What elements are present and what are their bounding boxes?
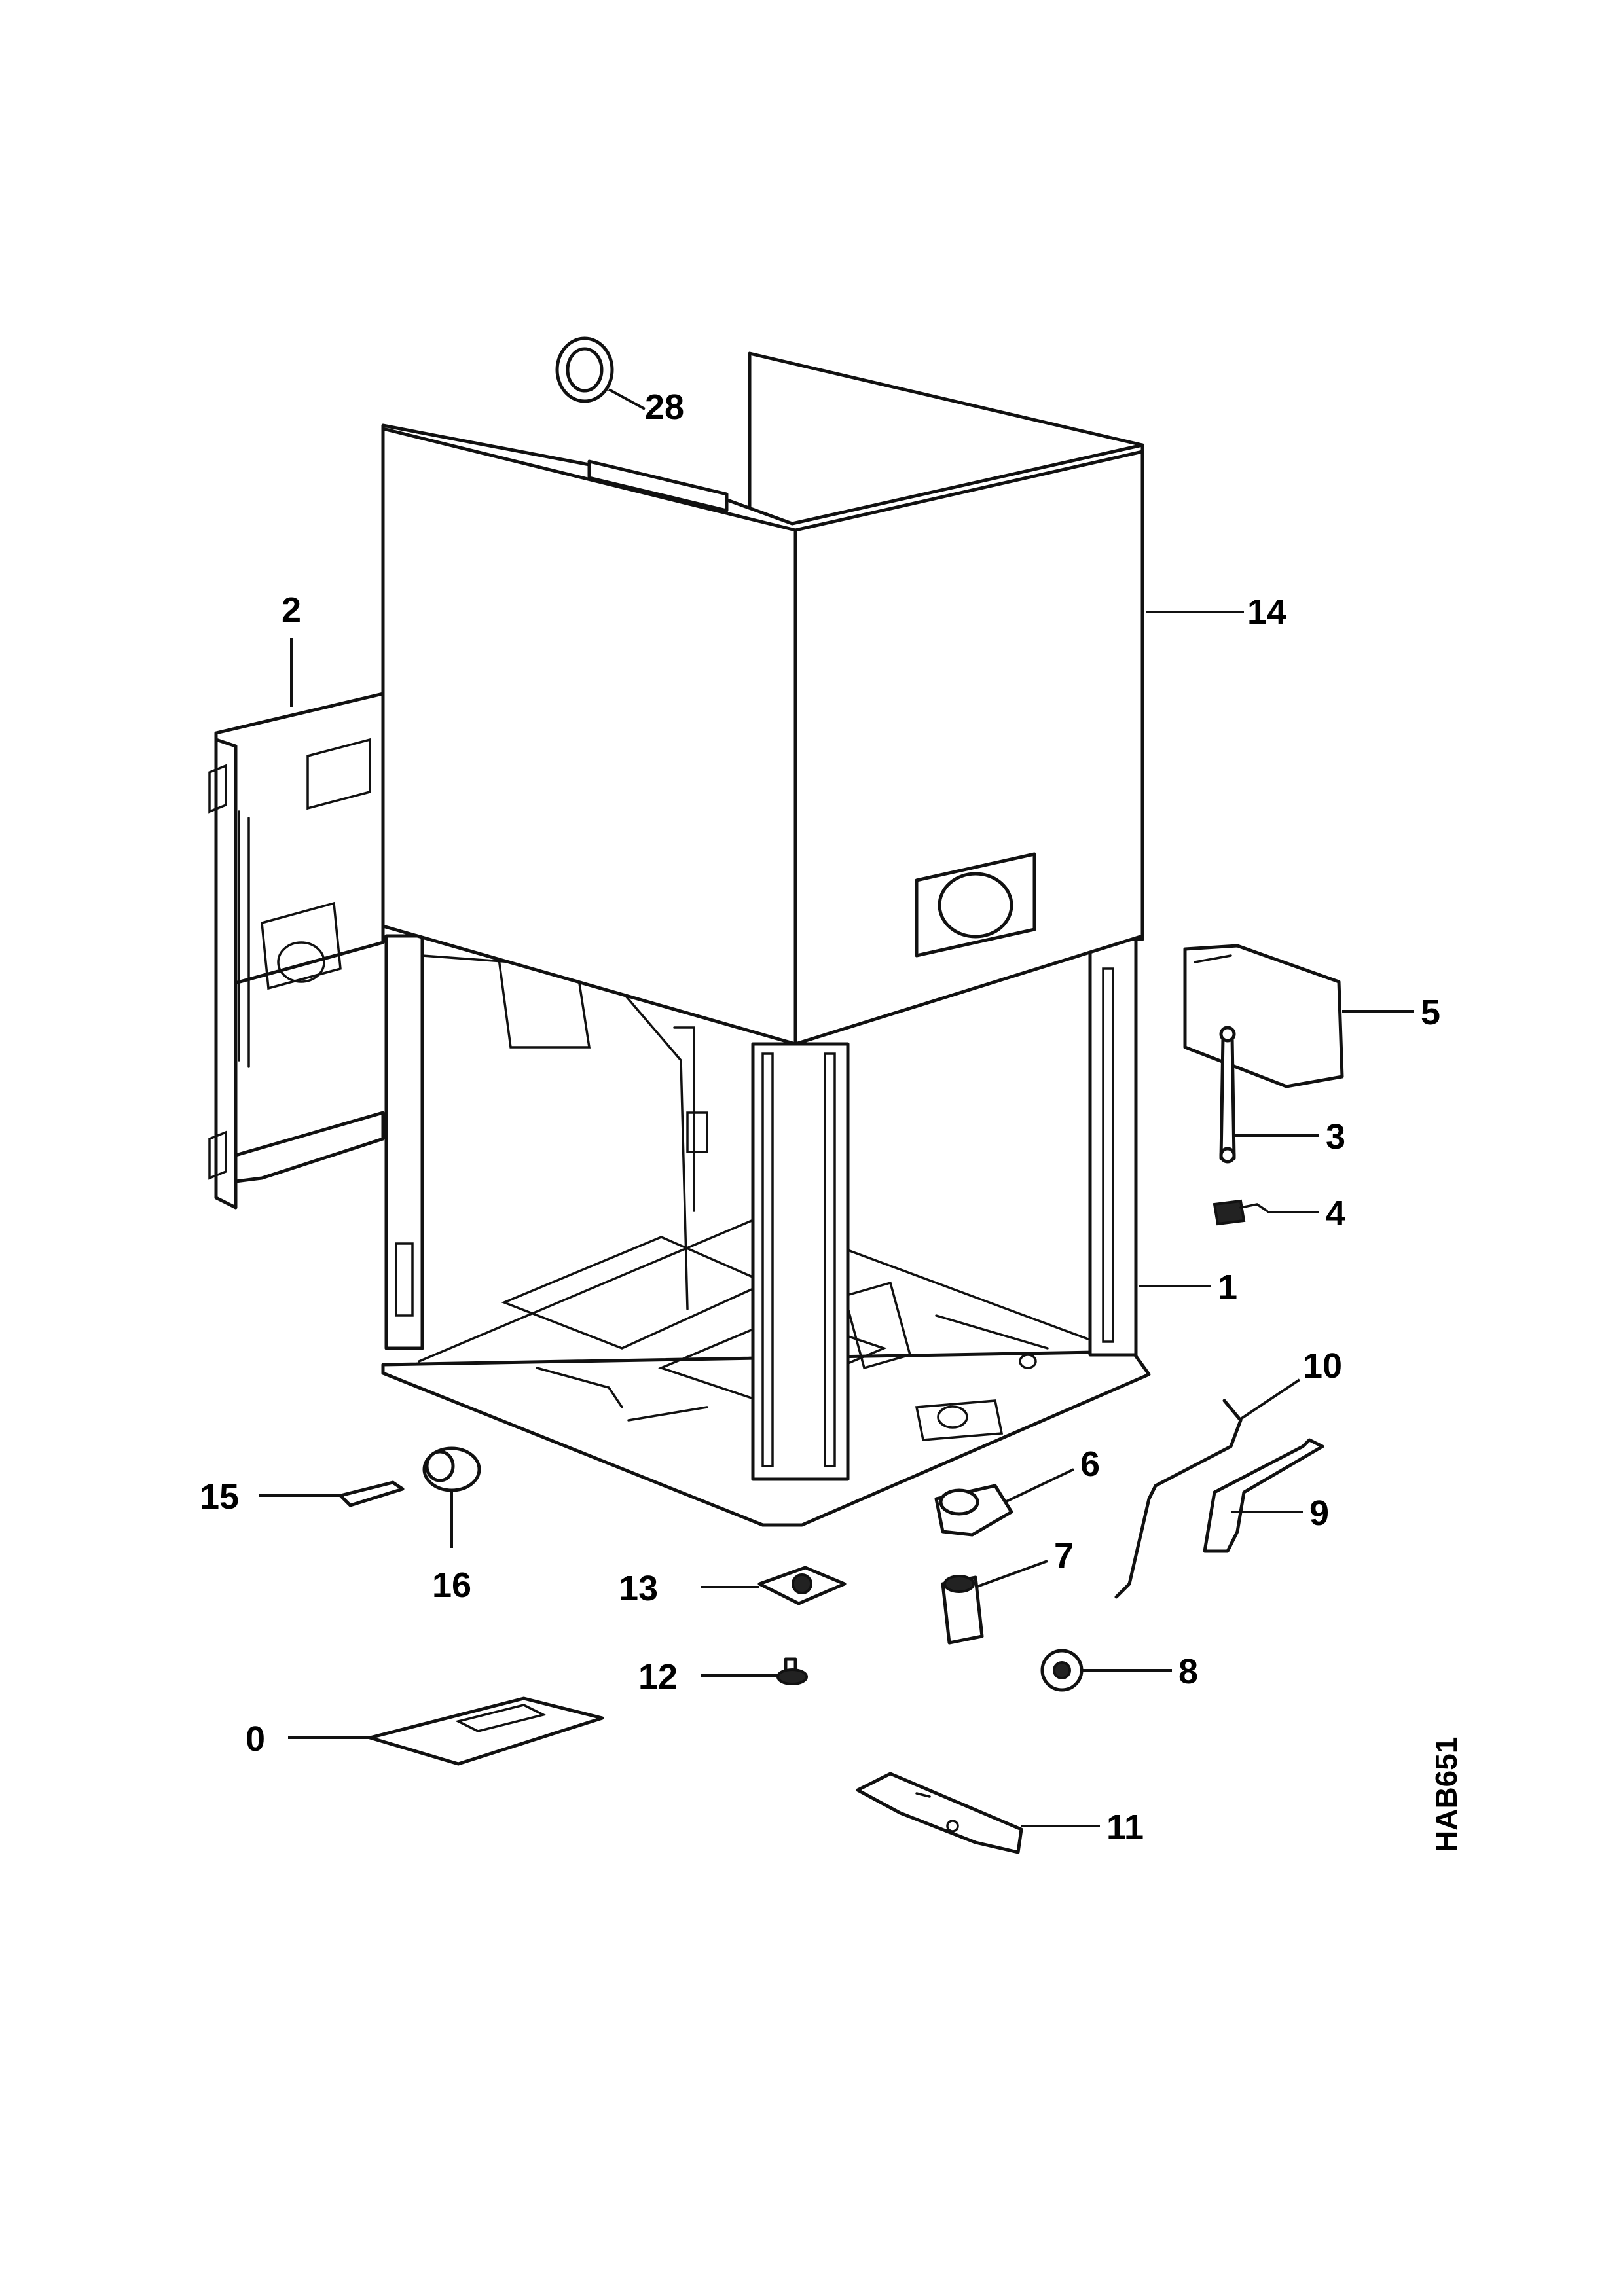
part-3-rod	[1219, 1026, 1236, 1164]
callout-28: 28	[645, 387, 684, 427]
callout-2: 2	[282, 590, 301, 630]
part-28-grommet	[555, 336, 614, 403]
callout-5: 5	[1421, 993, 1440, 1032]
callout-8: 8	[1178, 1652, 1198, 1691]
callout-16: 16	[432, 1566, 471, 1605]
part-8-nut	[1040, 1649, 1084, 1692]
leader-lines	[259, 388, 1414, 1827]
callout-15: 15	[200, 1477, 239, 1516]
part-16-roller	[422, 1446, 481, 1492]
callout-13: 13	[619, 1569, 658, 1608]
part-2-side-panel	[208, 692, 385, 1210]
callout-3: 3	[1326, 1117, 1345, 1157]
callout-12: 12	[638, 1657, 678, 1696]
part-1-base-frame	[381, 934, 1151, 1527]
part-0-booklet	[368, 1696, 604, 1766]
callout-14: 14	[1247, 592, 1286, 632]
part-13-plate	[757, 1566, 847, 1605]
callout-0: 0	[246, 1719, 265, 1759]
callout-7: 7	[1054, 1536, 1074, 1575]
callout-4: 4	[1326, 1194, 1345, 1233]
part-11-bracket	[856, 1772, 1023, 1854]
part-6-socket	[934, 1484, 1013, 1537]
callout-11: 11	[1106, 1808, 1144, 1847]
part-4-clip	[1213, 1199, 1268, 1226]
part-5-filter-panel	[1183, 944, 1344, 1088]
callout-labels: 28 14 2 5 3 4 1 10 9 6 7 8 11 13 12 16 1…	[200, 387, 1440, 1847]
part-14-cabinet-shell	[381, 351, 1144, 1046]
part-12-foot	[776, 1657, 808, 1685]
part-9-lever	[1203, 1438, 1324, 1553]
part-10-rod	[1114, 1399, 1243, 1599]
callout-6: 6	[1080, 1444, 1100, 1484]
part-15-bracket	[338, 1480, 405, 1507]
callout-9: 9	[1309, 1494, 1329, 1533]
drawing-code: HAB651	[1429, 1737, 1463, 1852]
callout-1: 1	[1218, 1268, 1237, 1307]
callout-10: 10	[1303, 1346, 1342, 1386]
part-7-clip	[941, 1575, 984, 1645]
